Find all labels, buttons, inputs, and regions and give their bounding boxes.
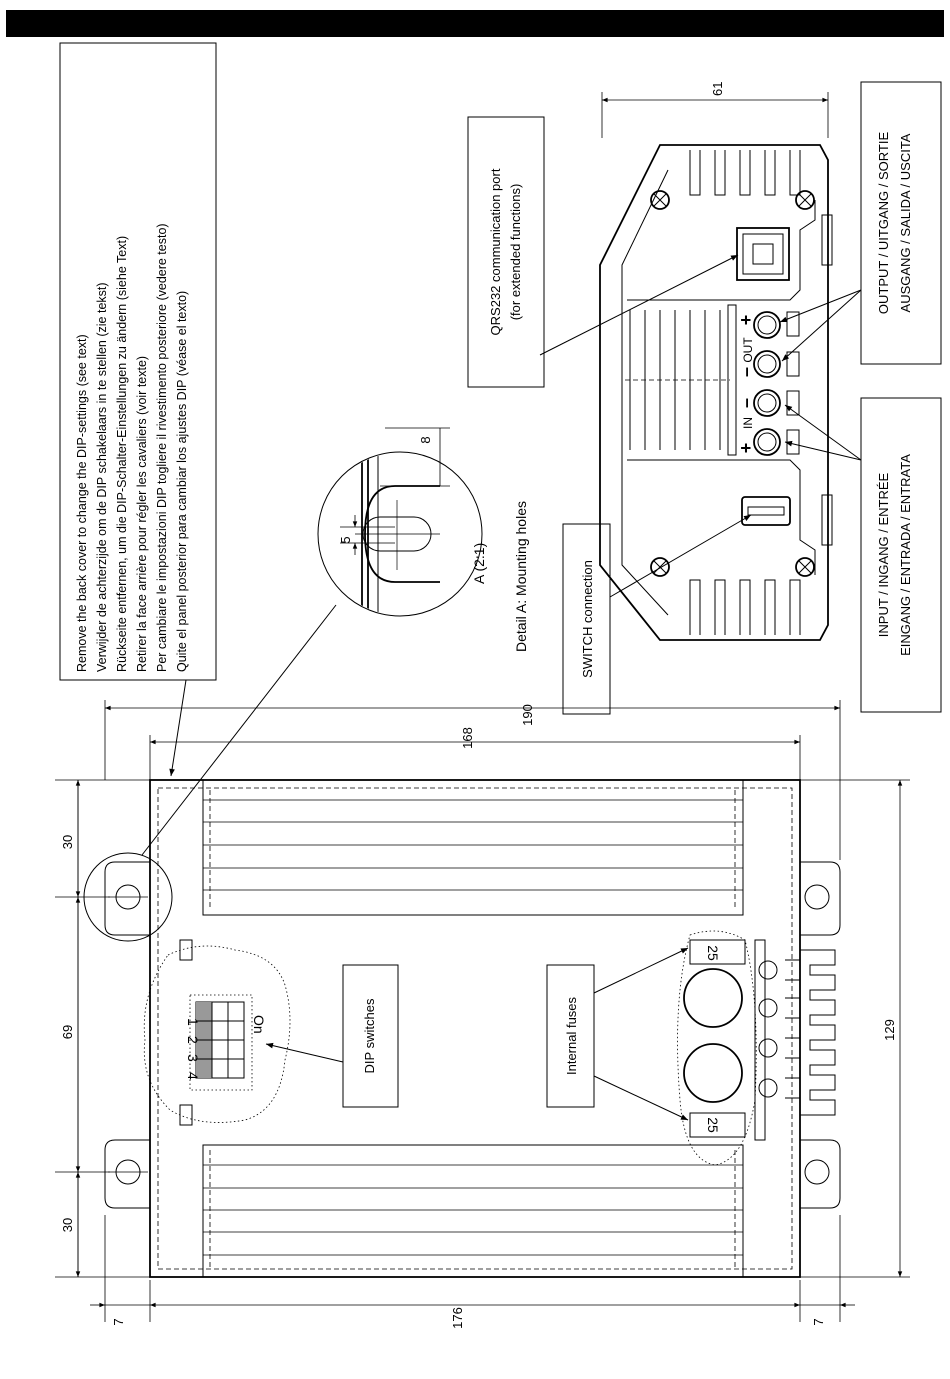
dip-2: 2 [185,1036,201,1044]
plan-view: 1 2 3 4 On DIP switches Internal fuses 2… [83,779,841,1278]
input-line-1: INPUT / INGANG / ENTRÉE [876,472,891,637]
fuse-2: 25 [705,1117,721,1133]
note-line-2: Verwijder de achterzijde om de DIP schak… [95,282,109,672]
heatsink-bottom [202,1144,744,1278]
end-view: 61 [599,82,833,641]
rj-port-icon [736,227,790,281]
heatsink-top [202,779,744,916]
dim-190: 190 [520,704,535,726]
input-line-2: EINGANG / ENTRADA / ENTRATA [898,454,913,656]
internal-fuses-label: Internal fuses [564,996,579,1075]
terminal-icons [727,304,800,456]
terminal-strip [754,939,836,1141]
screw-icons [650,190,815,577]
qrs232-line-2: (for extended functions) [508,184,523,321]
dip-1: 1 [185,1018,201,1026]
note-line-4: Retirer la face arrière pour régler les … [135,356,149,672]
output-line-1: OUTPUT / UITGANG / SORTIE [876,132,891,315]
mounting-holes-left [83,852,173,1209]
dim-5: 5 [338,536,353,543]
dip-4: 4 [185,1072,201,1080]
detail-title: Detail A: Mounting holes [513,501,529,652]
output-line-2: AUSGANG / SALIDA / USCITA [898,133,913,312]
plan-dimensions: 190 168 30 69 30 129 7 176 7 [55,700,910,1329]
dim-30b: 30 [60,1218,75,1232]
dim-7b: 7 [811,1318,826,1325]
dim-176: 176 [450,1307,465,1329]
dip-switches-label: DIP switches [362,998,377,1073]
mounting-holes-right [800,861,841,1209]
dip-switches-note: DIP switches [265,964,399,1108]
dim-129: 129 [882,1019,897,1041]
terminal-minus-out: – [736,367,756,377]
dim-61: 61 [710,82,725,96]
terminal-plus-out: + [736,315,756,326]
terminal-plus-in: + [736,443,756,454]
dim-168: 168 [460,727,475,749]
dim-30a: 30 [60,835,75,849]
back-cover-note: Remove the back cover to change the DIP-… [59,42,217,777]
dim-69: 69 [60,1025,75,1039]
note-line-6: Quite el panel posterior para cambiar lo… [175,291,189,672]
terminal-minus-in: – [736,398,756,408]
note-line-3: Rückseite entfernen, um die DIP-Schalter… [115,236,129,672]
qrs232-note: QRS232 communication port (for extended … [467,116,739,388]
header-bar [6,10,944,37]
fuse-1: 25 [705,945,721,961]
dip-on: On [251,1015,267,1034]
note-line-1: Remove the back cover to change the DIP-… [75,334,89,672]
center-ribs [625,310,730,450]
fins-bottom [689,579,801,635]
fuse-area: 25 25 [677,930,757,1166]
dim-7a: 7 [111,1318,126,1325]
input-note: INPUT / INGANG / ENTRÉE EINGANG / ENTRAD… [784,397,942,713]
detail-a: 5 8 A (2:1) Detail A: Mounting holes [141,427,529,856]
dim-8: 8 [418,436,433,443]
switch-label: SWITCH connection [580,560,595,678]
switch-connector-icon [741,496,791,526]
terminal-in: IN [741,417,755,429]
qrs232-line-1: QRS232 communication port [488,168,503,335]
fins-top [689,150,801,196]
switch-note: SWITCH connection [562,514,752,715]
note-line-5: Per cambiare le impostazioni DIP toglier… [155,223,169,672]
dip-switch-area: 1 2 3 4 On [143,945,291,1123]
detail-label: A (2:1) [471,543,487,584]
internal-fuses-note: Internal fuses [546,947,689,1121]
terminal-out: OUT [741,337,755,363]
output-note: OUTPUT / UITGANG / SORTIE AUSGANG / SALI… [779,81,942,365]
dip-3: 3 [185,1054,201,1062]
